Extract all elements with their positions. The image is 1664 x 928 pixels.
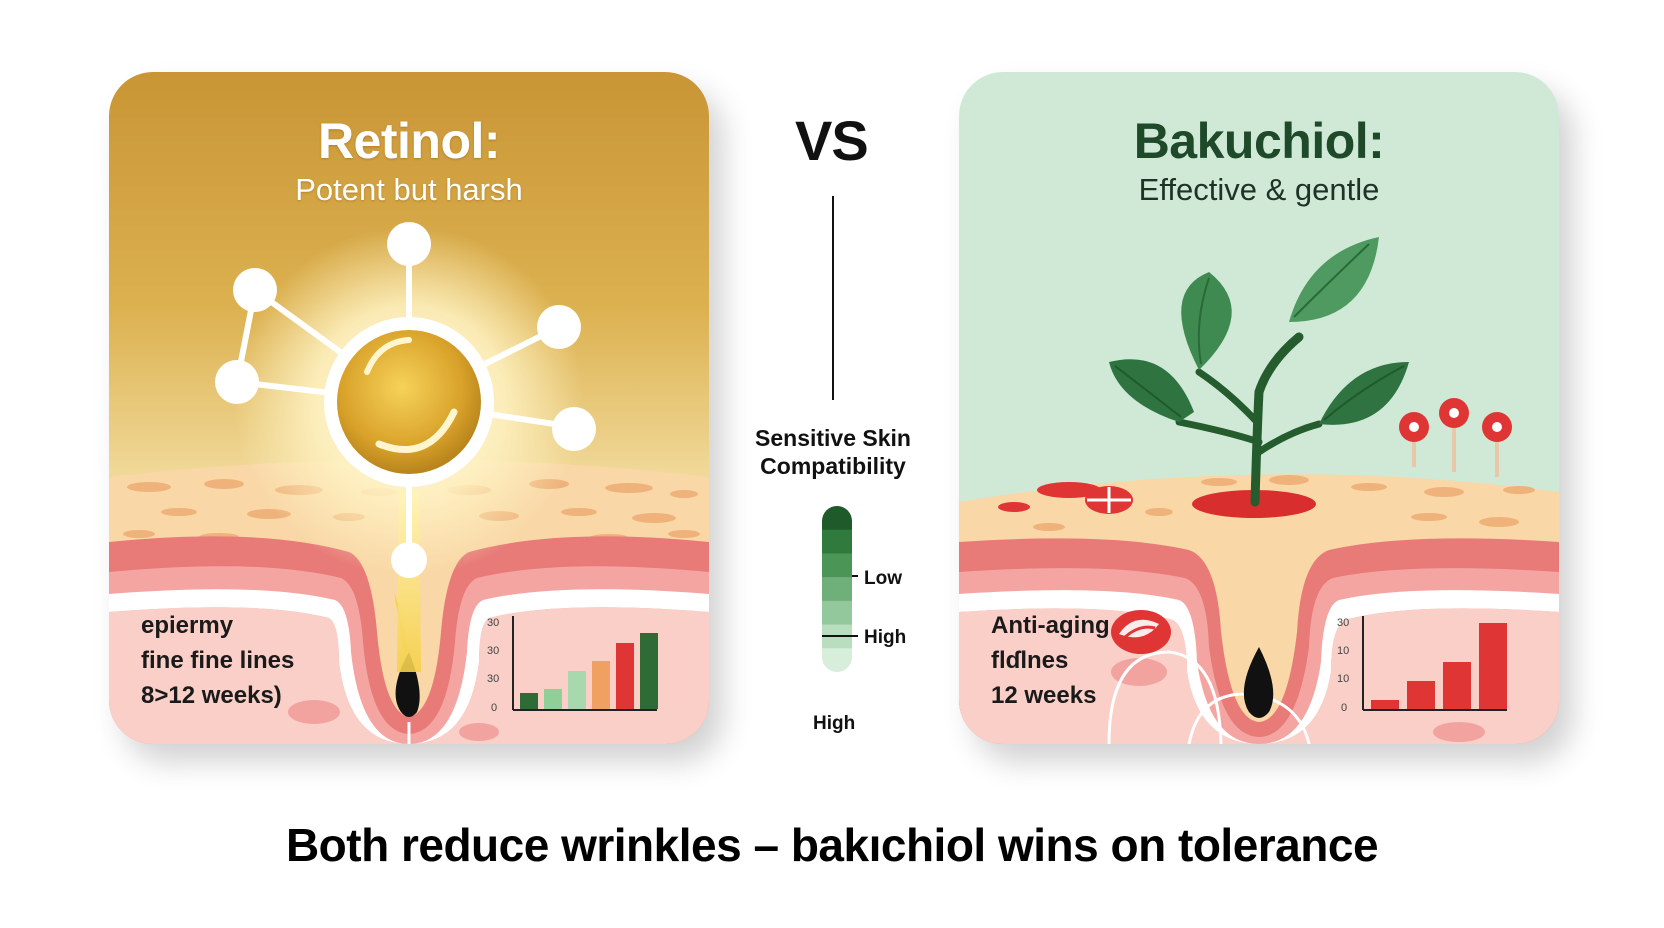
retinol-title: Retinol: bbox=[317, 113, 501, 169]
bakuchiol-label: 12 weeks bbox=[991, 682, 1097, 709]
bakuchiol-subtitle: Effective & gentle bbox=[1138, 172, 1380, 207]
irritation-spot-icon bbox=[1085, 486, 1133, 514]
retinol-label: 8>12 weeks) bbox=[141, 682, 282, 709]
molecule-atoms bbox=[215, 222, 596, 578]
chart-tick: 10 bbox=[1337, 673, 1349, 685]
chart-bar bbox=[520, 693, 538, 709]
footer-caption: Both reduce wrinkles – bakıchiol wins on… bbox=[285, 819, 1379, 871]
anti-aging-icon bbox=[1111, 610, 1171, 654]
chart-tick: 30 bbox=[487, 645, 499, 657]
retinol-mini-chart: 30 30 30 0 bbox=[487, 616, 658, 714]
chart-tick: 0 bbox=[491, 702, 497, 714]
scale-band bbox=[822, 648, 852, 672]
retinol-labels: epiermy fine fine lines 8>12 weeks) bbox=[141, 608, 294, 713]
compatibility-scale bbox=[822, 506, 858, 672]
chart-bar bbox=[592, 661, 610, 709]
retinol-illustration bbox=[109, 222, 709, 744]
scale-high-label: High bbox=[864, 627, 907, 648]
retinol-card: Retinol: Potent but harsh epiermy fine f… bbox=[109, 72, 709, 744]
chart-bar bbox=[640, 633, 658, 709]
chart-tick: 10 bbox=[1337, 645, 1349, 657]
compatibility-title-line: Compatibility bbox=[760, 453, 906, 479]
chart-tick: 30 bbox=[487, 673, 499, 685]
chart-bar bbox=[616, 643, 634, 709]
bakuchiol-plant-icon bbox=[1109, 237, 1409, 518]
bakuchiol-labels: Anti-aging flɗlnes 12 weeks bbox=[991, 608, 1110, 713]
retinol-label: fine fine lines bbox=[141, 647, 295, 674]
bakuchiol-label: Anti-aging bbox=[991, 612, 1110, 639]
chart-tick: 30 bbox=[1337, 617, 1349, 629]
retinol-label: epiermy bbox=[141, 612, 234, 639]
scale-band bbox=[822, 529, 852, 554]
compatibility-title: Sensitive Skin Compatibility bbox=[740, 424, 926, 480]
bakuchiol-label: flɗlnes bbox=[991, 647, 1069, 674]
scale-low-label: Low bbox=[864, 568, 902, 589]
chart-bar bbox=[568, 671, 586, 709]
scale-bottom-label: High bbox=[813, 713, 856, 734]
chart-tick: 30 bbox=[487, 617, 499, 629]
pin-markers bbox=[1399, 398, 1512, 477]
vs-label: VS bbox=[795, 109, 869, 172]
bakuchiol-title: Bakuchiol: bbox=[1133, 113, 1385, 169]
scale-band bbox=[822, 600, 852, 626]
retinol-subtitle: Potent but harsh bbox=[295, 172, 523, 207]
chart-bar bbox=[544, 689, 562, 709]
bakuchiol-card: Bakuchiol: Effective & gentle Anti-aging… bbox=[959, 72, 1559, 744]
compatibility-title-line: Sensitive Skin bbox=[755, 425, 911, 451]
bakuchiol-mini-chart: 30 10 10 0 bbox=[1337, 616, 1507, 714]
scale-band bbox=[822, 577, 852, 602]
chart-bar bbox=[1479, 623, 1507, 709]
chart-bar bbox=[1371, 700, 1399, 709]
divider-line bbox=[832, 196, 834, 400]
chart-bar bbox=[1443, 662, 1471, 709]
chart-bar bbox=[1407, 681, 1435, 709]
scale-band bbox=[822, 506, 852, 531]
chart-tick: 0 bbox=[1341, 702, 1347, 714]
scale-band bbox=[822, 553, 852, 578]
skin-cells bbox=[1033, 475, 1535, 531]
